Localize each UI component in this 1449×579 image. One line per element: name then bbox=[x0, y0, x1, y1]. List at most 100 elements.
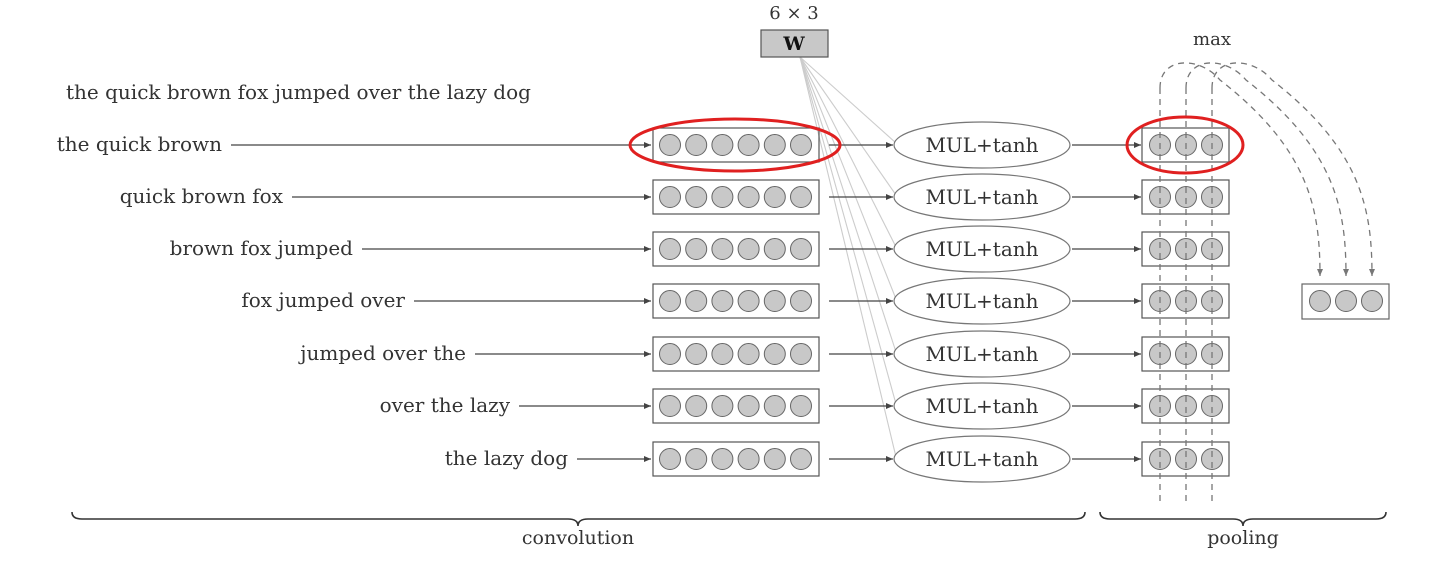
feature-unit bbox=[1149, 448, 1171, 470]
max-pool-connectors bbox=[1159, 62, 1375, 505]
convolution-brace bbox=[71, 511, 1086, 527]
output-box bbox=[1301, 283, 1390, 320]
embedding-unit bbox=[711, 186, 734, 208]
embedding-unit bbox=[711, 395, 734, 417]
embedding-unit bbox=[763, 134, 786, 156]
embedding-unit bbox=[685, 290, 708, 312]
weight-fan-line bbox=[799, 56, 897, 248]
trigram-label: brown fox jumped bbox=[170, 236, 354, 260]
embedding-unit bbox=[659, 186, 681, 208]
embedding-vector-box bbox=[652, 179, 820, 215]
embedding-unit bbox=[763, 395, 786, 417]
embedding-unit bbox=[711, 238, 734, 260]
weight-fan-line bbox=[799, 56, 897, 196]
mul-tanh-node bbox=[893, 435, 1071, 483]
embedding-vector-box bbox=[652, 336, 820, 372]
max-label: max bbox=[1193, 29, 1231, 50]
feature-unit bbox=[1149, 395, 1171, 417]
embedding-unit bbox=[763, 448, 786, 470]
embedding-unit bbox=[711, 448, 734, 470]
weight-dims-label: 6 × 3 bbox=[769, 3, 818, 24]
embedding-unit bbox=[685, 448, 708, 470]
feature-vector-box bbox=[1141, 283, 1230, 319]
weight-fan-line bbox=[799, 56, 897, 405]
feature-vector-box bbox=[1141, 127, 1230, 163]
trigram-row: the quick brown MUL+tanh bbox=[57, 121, 1230, 169]
weight-fan-lines bbox=[799, 56, 897, 458]
embedding-vector-box bbox=[652, 388, 820, 424]
trigram-row: fox jumped over MUL+tanh bbox=[241, 277, 1230, 325]
sentence-text: the quick brown fox jumped over the lazy… bbox=[66, 80, 531, 104]
trigram-label: the lazy dog bbox=[445, 446, 568, 470]
embedding-unit bbox=[659, 290, 681, 312]
embedding-unit bbox=[659, 238, 681, 260]
mul-tanh-label: MUL+tanh bbox=[925, 394, 1038, 418]
embedding-unit bbox=[737, 186, 760, 208]
pool-curve-arrow bbox=[1211, 62, 1375, 277]
mul-tanh-node bbox=[893, 225, 1071, 273]
mul-tanh-node bbox=[893, 277, 1071, 325]
trigram-label: over the lazy bbox=[380, 393, 511, 417]
trigram-label: fox jumped over bbox=[241, 288, 405, 312]
feature-unit bbox=[1149, 186, 1171, 208]
embedding-vector-box bbox=[652, 283, 820, 319]
embedding-vector-box bbox=[652, 231, 820, 267]
mul-tanh-label: MUL+tanh bbox=[925, 237, 1038, 261]
weight-matrix-box bbox=[760, 29, 829, 58]
weight-matrix-label: W bbox=[782, 33, 805, 55]
embedding-unit bbox=[790, 290, 812, 312]
pooling-label: pooling bbox=[1207, 527, 1279, 549]
mul-tanh-node bbox=[893, 121, 1071, 169]
embedding-unit bbox=[711, 343, 734, 365]
trigram-row: brown fox jumped MUL+tanh bbox=[170, 225, 1230, 273]
embedding-unit bbox=[711, 134, 734, 156]
highlight-first-features bbox=[1125, 115, 1245, 175]
embedding-vector-box bbox=[652, 441, 820, 477]
mul-tanh-node bbox=[893, 330, 1071, 378]
feature-unit bbox=[1201, 238, 1223, 260]
output-unit bbox=[1335, 290, 1357, 312]
feature-unit bbox=[1201, 395, 1223, 417]
embedding-unit bbox=[737, 134, 760, 156]
weight-fan-line bbox=[799, 56, 897, 458]
pooling-brace bbox=[1099, 511, 1387, 527]
mul-tanh-label: MUL+tanh bbox=[925, 342, 1038, 366]
feature-vector-box bbox=[1141, 336, 1230, 372]
mul-tanh-node bbox=[893, 382, 1071, 430]
pooled-output-vector bbox=[1301, 283, 1390, 320]
embedding-unit bbox=[763, 343, 786, 365]
mul-tanh-label: MUL+tanh bbox=[925, 289, 1038, 313]
weight-fan-line bbox=[799, 56, 897, 144]
trigram-label: jumped over the bbox=[298, 341, 466, 365]
feature-unit bbox=[1175, 238, 1197, 260]
embedding-unit bbox=[763, 186, 786, 208]
convolution-label: convolution bbox=[522, 527, 634, 549]
trigram-row: the lazy dog MUL+tanh bbox=[445, 435, 1230, 483]
embedding-unit bbox=[685, 186, 708, 208]
embedding-unit bbox=[659, 395, 681, 417]
embedding-unit bbox=[790, 448, 812, 470]
mul-tanh-label: MUL+tanh bbox=[925, 447, 1038, 471]
embedding-unit bbox=[659, 134, 681, 156]
mul-tanh-node bbox=[893, 173, 1071, 221]
embedding-unit bbox=[790, 238, 812, 260]
embedding-unit bbox=[737, 395, 760, 417]
embedding-unit bbox=[737, 290, 760, 312]
feature-unit bbox=[1175, 186, 1197, 208]
trigram-label: the quick brown bbox=[57, 132, 222, 156]
embedding-unit bbox=[737, 343, 760, 365]
feature-unit bbox=[1201, 186, 1223, 208]
embedding-vector-box bbox=[652, 127, 820, 163]
mul-tanh-label: MUL+tanh bbox=[925, 133, 1038, 157]
output-unit bbox=[1361, 290, 1383, 312]
embedding-unit bbox=[790, 134, 812, 156]
highlight-first-embedding bbox=[628, 117, 842, 173]
embedding-unit bbox=[790, 186, 812, 208]
embedding-unit bbox=[737, 238, 760, 260]
feature-unit bbox=[1175, 395, 1197, 417]
embedding-unit bbox=[659, 448, 681, 470]
embedding-unit bbox=[737, 448, 760, 470]
